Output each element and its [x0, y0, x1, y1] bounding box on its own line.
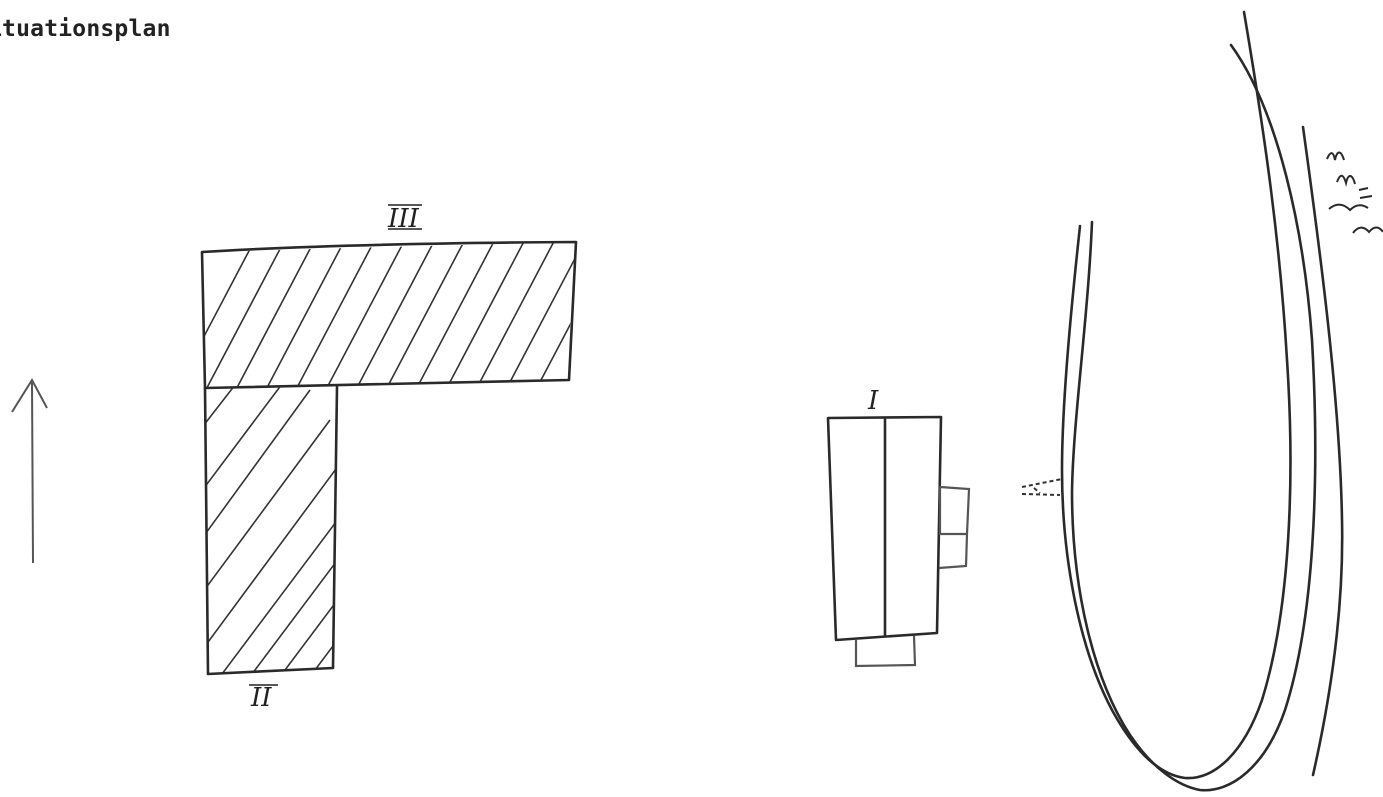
north-arrow-icon: [11, 378, 48, 564]
label-building-2: II: [250, 683, 272, 713]
building-3-wing: [200, 240, 578, 390]
building-2-wing: [203, 385, 339, 676]
river-icon: [1021, 10, 1317, 792]
label-building-1: I: [867, 386, 879, 416]
grass-icon: [1301, 125, 1383, 777]
building-1: [826, 415, 971, 668]
page-title: ituationsplan: [0, 16, 171, 42]
